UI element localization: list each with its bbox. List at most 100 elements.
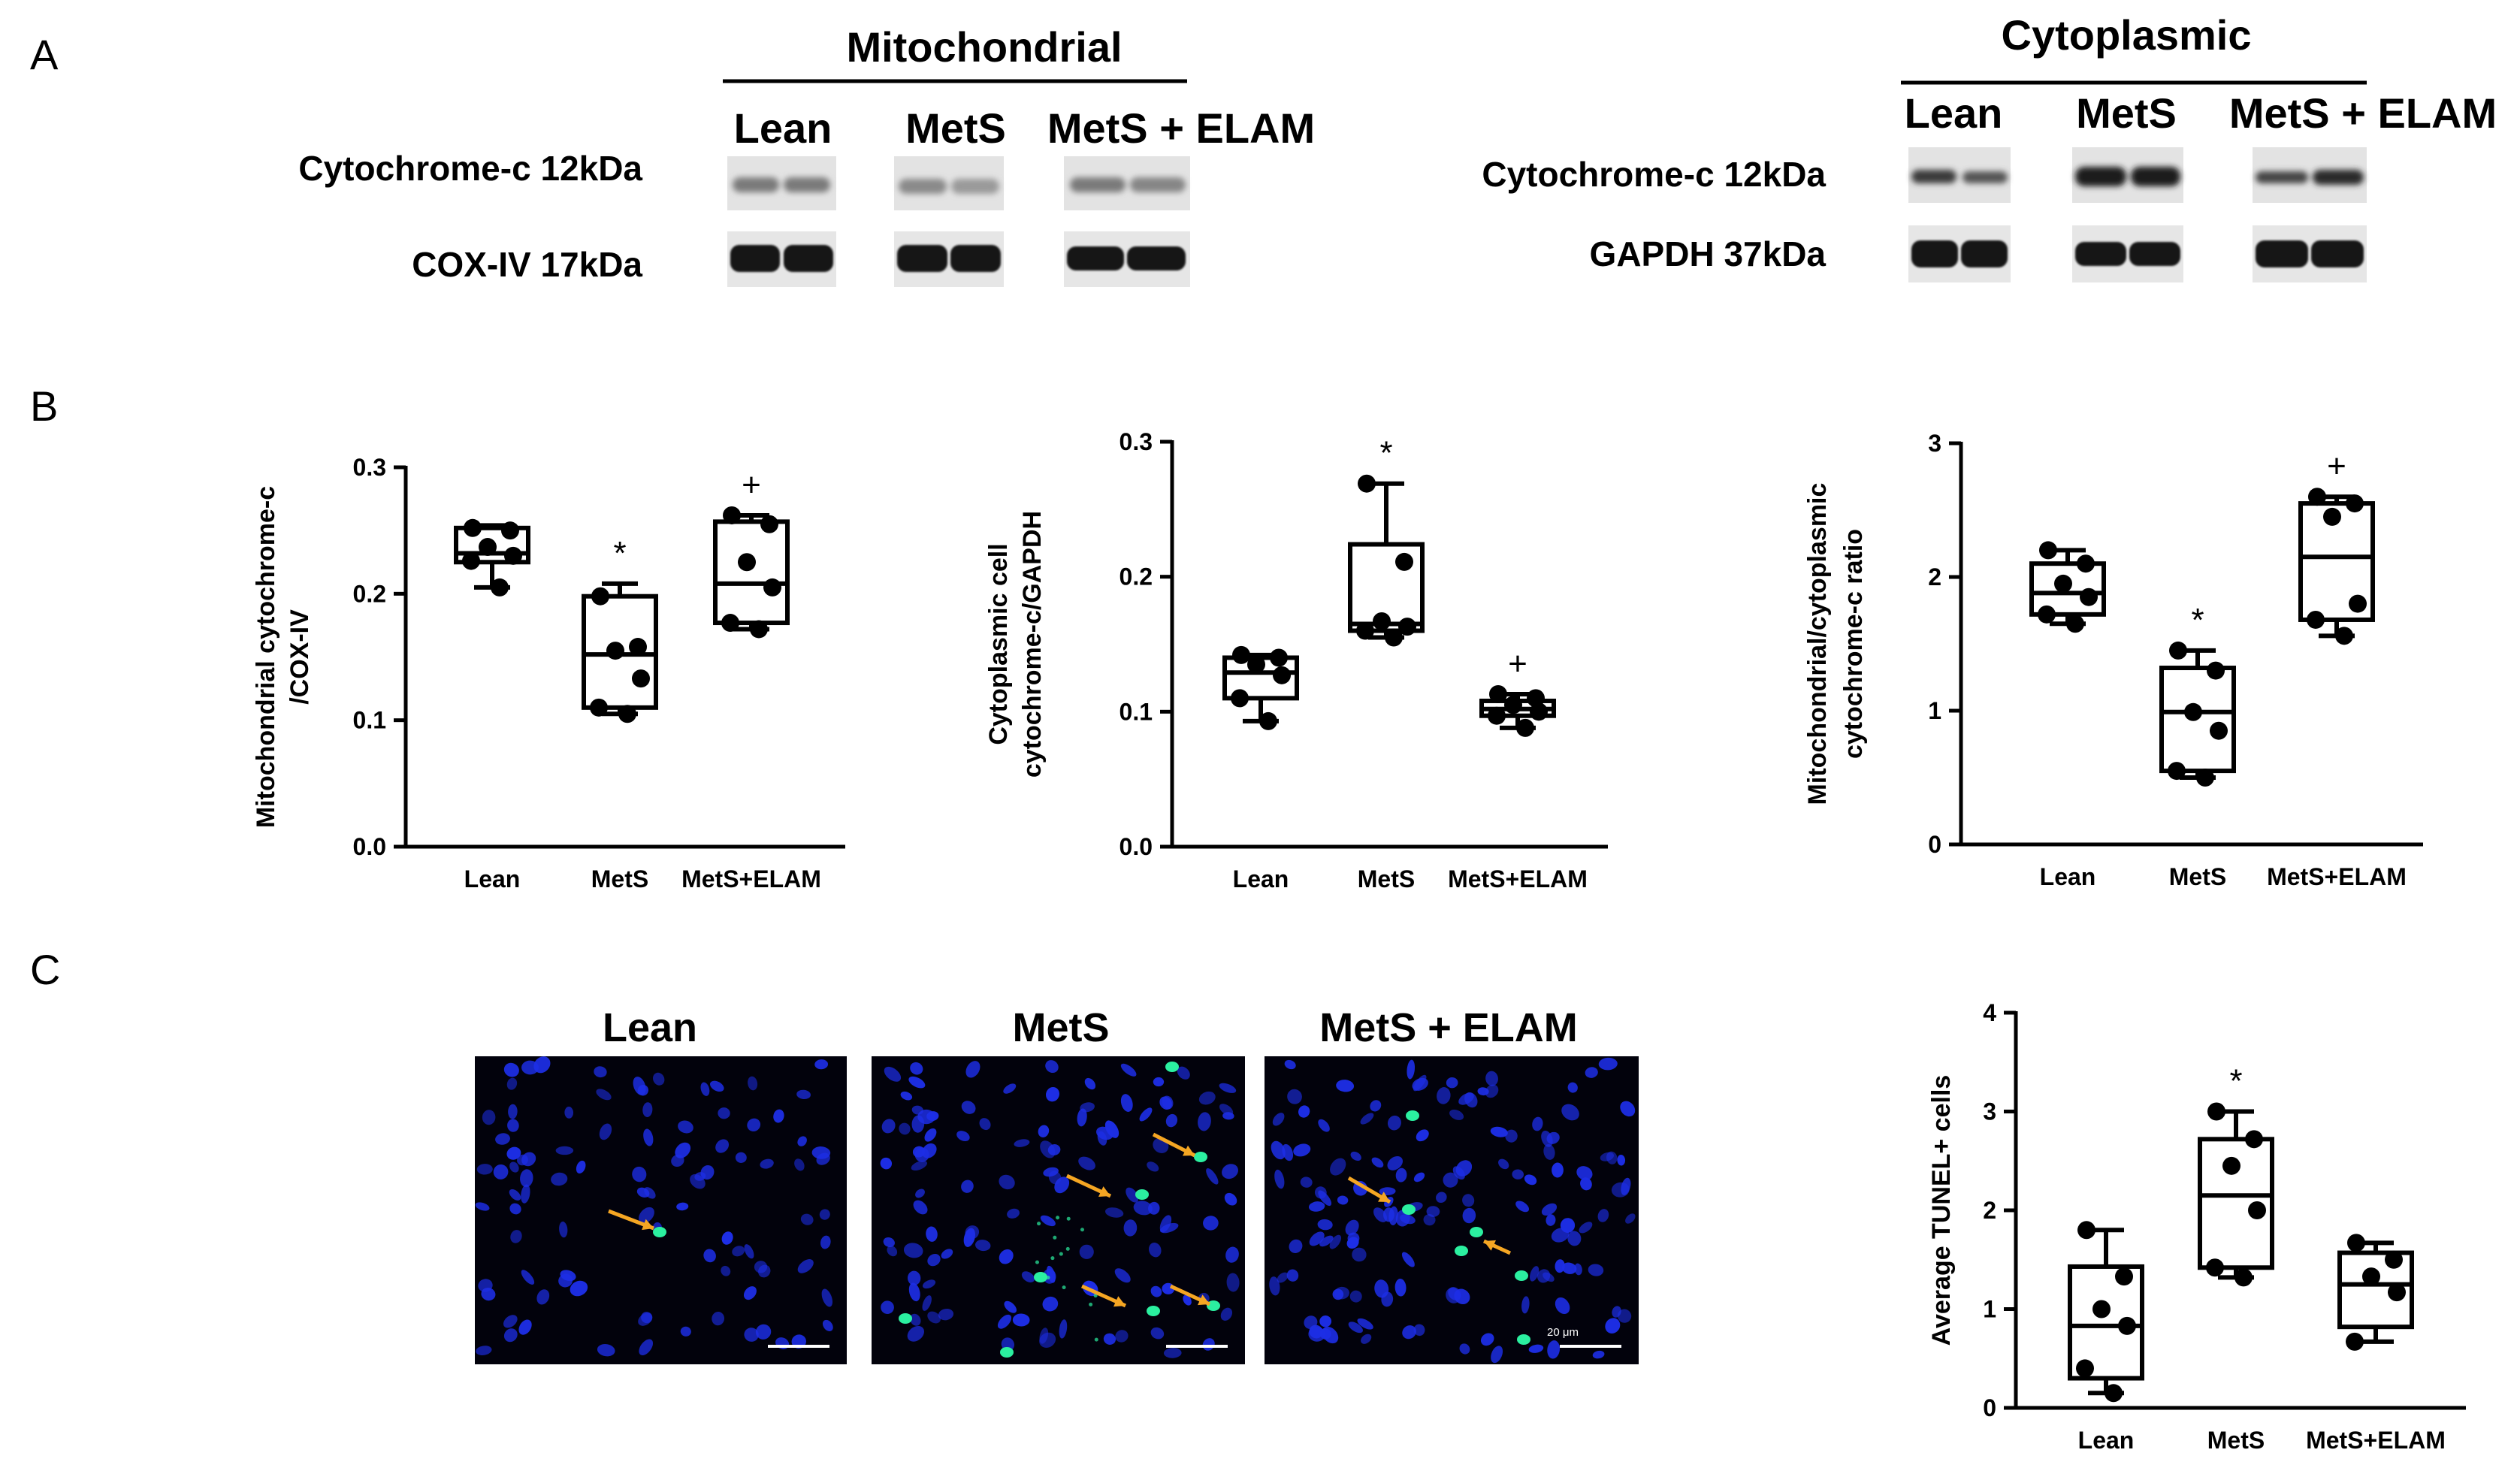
nucleus [1337, 1195, 1349, 1205]
mito-row-label-cytc: Cytochrome-c 12kDa [298, 149, 642, 188]
nucleus [1381, 1291, 1394, 1307]
mito-lane-label-mets-elam: MetS + ELAM [1047, 104, 1315, 152]
box-mets-elam: + [2298, 448, 2375, 645]
data-point [606, 642, 624, 660]
data-point [760, 515, 778, 533]
mito-cox4-band [950, 245, 1001, 272]
y-tick-label: 0.0 [1119, 833, 1153, 860]
nucleus [675, 1142, 691, 1158]
nucleus [521, 1270, 535, 1285]
data-point [2347, 1234, 2365, 1252]
data-point [1373, 612, 1391, 630]
nucleus [1039, 1328, 1049, 1344]
nucleus [1524, 1174, 1537, 1186]
nucleus [633, 1077, 646, 1095]
nucleus [536, 1289, 550, 1305]
data-point [2077, 554, 2095, 573]
micrograph-mets-elam [1265, 1056, 1639, 1364]
nucleus [1319, 1235, 1334, 1247]
nucleus [819, 1209, 830, 1220]
nucleus [1048, 1170, 1062, 1185]
nucleus [1153, 1077, 1165, 1087]
nucleus [1446, 1077, 1458, 1089]
y-axis-label: /COX-IV [286, 609, 314, 705]
nucleus [508, 1104, 518, 1119]
nucleus [1352, 1247, 1367, 1262]
nucleus [1541, 1203, 1558, 1216]
nucleus [1045, 1086, 1059, 1102]
nucleus [911, 1160, 928, 1171]
x-tick-label: Lean [464, 865, 521, 893]
nucleus [712, 1311, 725, 1326]
nucleus [1177, 1066, 1190, 1080]
micrograph-mets [872, 1056, 1245, 1364]
nucleus [1371, 1157, 1384, 1168]
tunel-positive-cell [1455, 1246, 1468, 1256]
mito-row-label-cox4: COX-IV 17kDa [412, 245, 642, 284]
nucleus [482, 1110, 496, 1125]
panel-label-a: A [30, 31, 59, 78]
micrograph-title-lean: Lean [603, 1005, 697, 1050]
data-point [1516, 718, 1534, 737]
nucleus [1443, 1172, 1458, 1188]
nucleus [1407, 1059, 1416, 1080]
nucleus [1014, 1139, 1030, 1147]
nucleus [1287, 1089, 1302, 1104]
nucleus [521, 1152, 536, 1167]
box-lean [2068, 1221, 2144, 1403]
nucleus [1449, 1109, 1464, 1120]
box-mets-elam: + [1479, 645, 1556, 737]
nucleus [1133, 1201, 1153, 1216]
nucleus [1123, 1219, 1138, 1237]
data-point [2234, 1268, 2253, 1287]
nucleus [642, 1102, 653, 1117]
nucleus [910, 1313, 921, 1326]
significance-marker: * [1379, 435, 1392, 472]
nucleus [1115, 1330, 1129, 1343]
nucleus [652, 1072, 665, 1086]
nucleus [564, 1107, 574, 1119]
nucleus [1198, 1091, 1216, 1105]
box-mets: * [2159, 602, 2236, 787]
nucleus [1585, 1067, 1598, 1078]
data-point [750, 620, 768, 639]
nucleus [476, 1164, 493, 1175]
data-point [1385, 628, 1403, 647]
nucleus [678, 1120, 693, 1134]
nucleus [1225, 1246, 1239, 1263]
nucleus [1600, 1152, 1615, 1161]
nucleus [887, 1246, 898, 1257]
data-point [2168, 762, 2186, 781]
mito-cytc-band [1070, 177, 1126, 192]
nucleus [1198, 1112, 1211, 1131]
data-point [2118, 1316, 2136, 1335]
nucleus [1625, 1213, 1636, 1224]
tunel-debris [1062, 1285, 1066, 1290]
tunel-debris [1059, 1252, 1063, 1256]
nucleus [999, 1174, 1015, 1190]
mito-cox4-band [897, 245, 947, 272]
nucleus [643, 1128, 654, 1146]
nucleus [820, 1235, 831, 1249]
data-point [491, 578, 509, 597]
data-point [2210, 721, 2228, 740]
y-tick-label: 3 [1928, 430, 1941, 457]
nucleus [1040, 1215, 1056, 1227]
nucleus [961, 1180, 974, 1193]
data-point [504, 546, 522, 565]
data-point [2308, 488, 2326, 506]
cyto-gapdh-band [2075, 242, 2126, 266]
cyto-gapdh-band [1961, 240, 2008, 267]
y-tick-label: 0.1 [353, 707, 386, 734]
significance-marker: * [613, 535, 626, 572]
nucleus [1455, 1160, 1473, 1176]
nucleus [754, 1261, 768, 1273]
data-point [2248, 1201, 2266, 1219]
nucleus [975, 1240, 991, 1252]
nucleus [1317, 1219, 1333, 1231]
y-tick-label: 0 [1983, 1394, 1996, 1421]
nucleus [1480, 1333, 1494, 1346]
nucleus [821, 1288, 833, 1307]
